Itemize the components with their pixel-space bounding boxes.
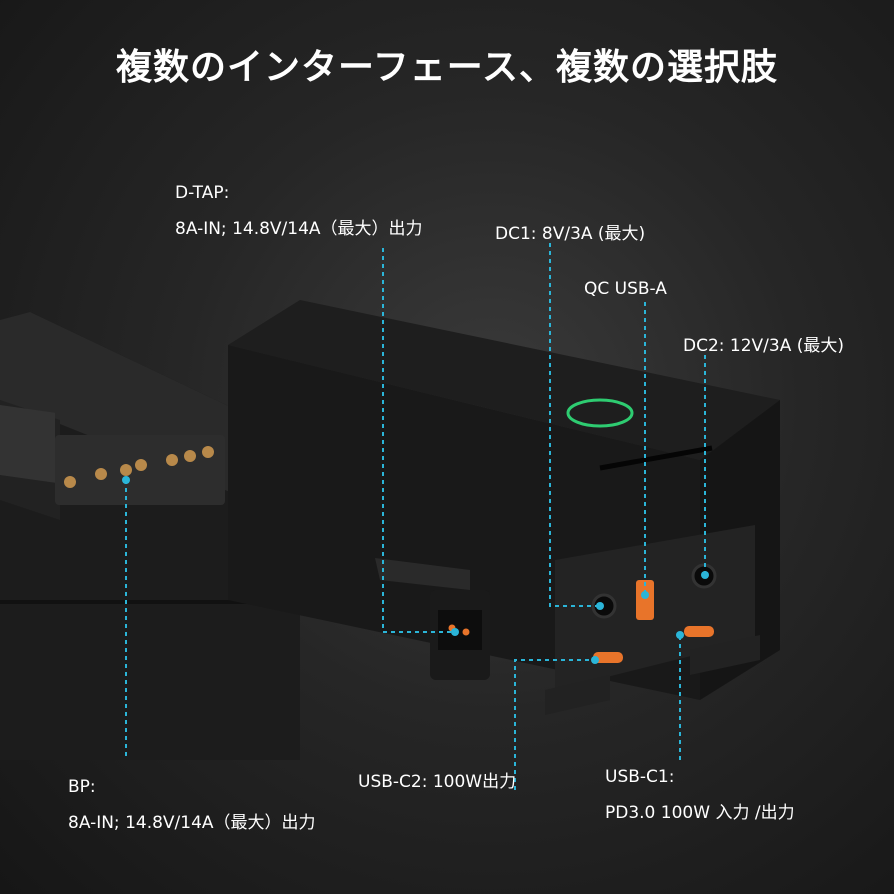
usbc1-title-label: USB-C1: <box>605 767 675 787</box>
usbc2-label: USB-C2: 100W出力 <box>358 772 517 792</box>
bp-spec-label: 8A-IN; 14.8V/14A（最大）出力 <box>68 813 316 833</box>
dc1-label: DC1: 8V/3A (最大) <box>495 224 646 244</box>
leader-dots <box>122 476 709 664</box>
dtap-title-label: D-TAP: <box>175 183 230 203</box>
battery-pins <box>64 446 214 488</box>
leader-lines <box>125 243 706 790</box>
bp-title-label: BP: <box>68 777 96 797</box>
power-station-device <box>228 300 780 715</box>
usb-a-port <box>636 580 654 620</box>
usb-c1-port <box>684 626 714 637</box>
power-display-ring <box>566 398 634 428</box>
dc2-label: DC2: 12V/3A (最大) <box>683 336 845 356</box>
dtap-spec-label: 8A-IN; 14.8V/14A（最大）出力 <box>175 219 423 239</box>
usbc1-spec-label: PD3.0 100W 入力 /出力 <box>605 803 795 823</box>
v-mount-battery <box>0 312 300 760</box>
qc-usba-label: QC USB-A <box>584 279 667 299</box>
usb-c2-port <box>593 652 623 663</box>
page-title: 複数のインターフェース、複数の選択肢 <box>115 47 779 88</box>
